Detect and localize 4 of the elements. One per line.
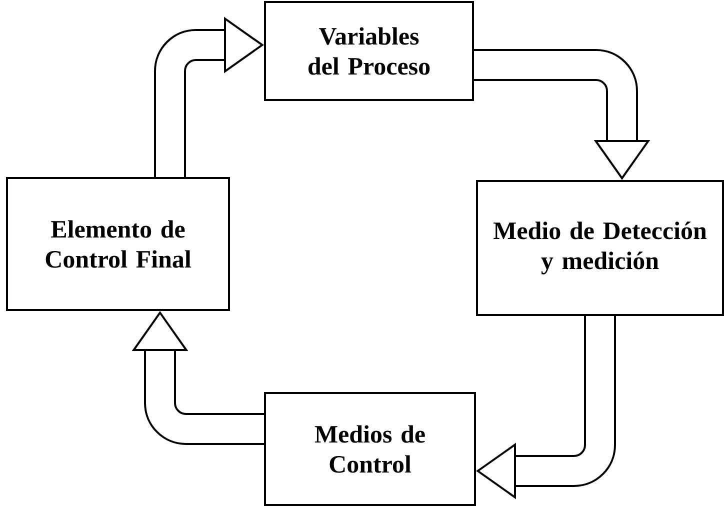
process-box: Variables del Proceso xyxy=(264,1,474,101)
process-box: Elemento de Control Final xyxy=(6,177,230,311)
process-box: Medio de Detección y medición xyxy=(476,180,724,316)
process-box: Medios de Control xyxy=(264,392,476,506)
